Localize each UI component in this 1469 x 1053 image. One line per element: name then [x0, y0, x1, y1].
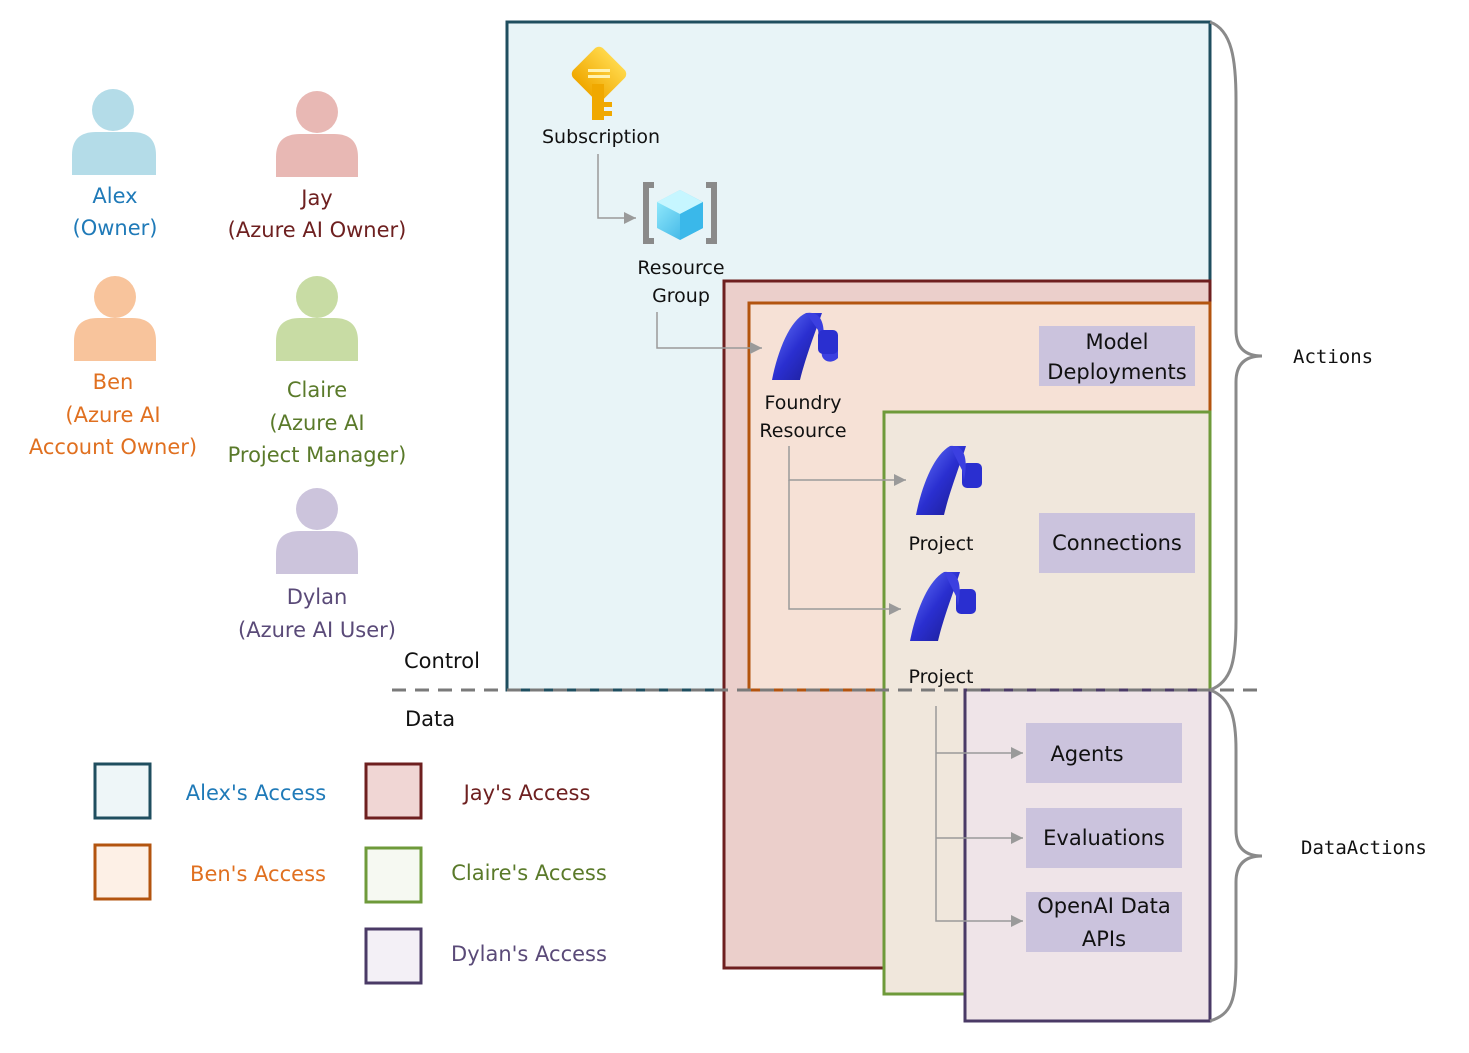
- claire-role-line1: (Azure AI: [269, 411, 364, 435]
- connections-box: Connections: [1039, 513, 1195, 573]
- jay-role: (Azure AI Owner): [228, 218, 407, 242]
- alex-role: (Owner): [73, 216, 158, 240]
- evaluations-label: Evaluations: [1043, 826, 1165, 850]
- legend-swatch-dylan: [364, 927, 423, 985]
- claire-avatar-icon: [276, 276, 358, 361]
- ben-role-line2: Account Owner): [29, 435, 197, 459]
- connections-label: Connections: [1052, 531, 1182, 555]
- dylan-role: (Azure AI User): [238, 618, 396, 642]
- jay-name: Jay: [299, 186, 333, 210]
- agents-box: Agents: [1026, 723, 1182, 783]
- ben-role-line1: (Azure AI: [65, 403, 160, 427]
- project-label-2: Project: [908, 666, 973, 688]
- foundry-resource-icon: [772, 312, 838, 380]
- claire-role-line2: Project Manager): [228, 443, 407, 467]
- project-icon: [916, 445, 982, 515]
- model-deployments-box: Model Deployments: [1039, 326, 1195, 386]
- legend-label-dylan: Dylan's Access: [451, 942, 607, 966]
- openai-data-apis-line1: OpenAI Data: [1037, 894, 1170, 918]
- legend-label-alex: Alex's Access: [186, 781, 326, 805]
- foundry-resource-label-line2: Resource: [759, 420, 846, 442]
- dataactions-brace: [1209, 688, 1263, 1023]
- jay-avatar-icon: [276, 91, 358, 177]
- ben-name: Ben: [93, 370, 134, 394]
- openai-data-apis-box: OpenAI Data APIs: [1026, 892, 1182, 952]
- legend-label-jay: Jay's Access: [462, 781, 591, 805]
- legend-label-ben: Ben's Access: [190, 862, 326, 886]
- agents-label: Agents: [1050, 742, 1123, 766]
- key-icon: [571, 46, 627, 120]
- control-label: Control: [404, 649, 480, 673]
- ben-avatar-icon: [74, 276, 156, 361]
- actions-brace: [1209, 20, 1263, 692]
- claire-name: Claire: [287, 378, 347, 402]
- dylan-avatar-icon: [276, 488, 358, 574]
- dylan-name: Dylan: [287, 585, 348, 609]
- alex-name: Alex: [92, 184, 137, 208]
- dataactions-label: DataActions: [1301, 837, 1427, 859]
- project-icon: [910, 571, 976, 641]
- legend-swatch-alex: [93, 762, 152, 820]
- legend-label-claire: Claire's Access: [451, 861, 607, 885]
- evaluations-box: Evaluations: [1026, 808, 1182, 868]
- legend: Alex's Access Jay's Access Ben's Access …: [93, 762, 607, 985]
- resource-group-icon: [643, 182, 717, 244]
- resource-group-label-line1: Resource: [637, 257, 724, 279]
- subscription-label: Subscription: [542, 126, 660, 148]
- legend-swatch-claire: [364, 846, 423, 904]
- openai-data-apis-line2: APIs: [1082, 927, 1126, 951]
- resource-group-label-line2: Group: [652, 285, 710, 307]
- model-deployments-line2: Deployments: [1047, 360, 1186, 384]
- legend-swatch-ben: [93, 843, 152, 901]
- project-label-1: Project: [908, 533, 973, 555]
- alex-avatar-icon: [72, 89, 156, 175]
- connectors: [597, 154, 1023, 927]
- legend-swatch-jay: [364, 762, 423, 820]
- data-label: Data: [405, 707, 455, 731]
- actions-label: Actions: [1293, 346, 1373, 368]
- model-deployments-line1: Model: [1085, 330, 1148, 354]
- foundry-resource-label-line1: Foundry: [764, 392, 841, 414]
